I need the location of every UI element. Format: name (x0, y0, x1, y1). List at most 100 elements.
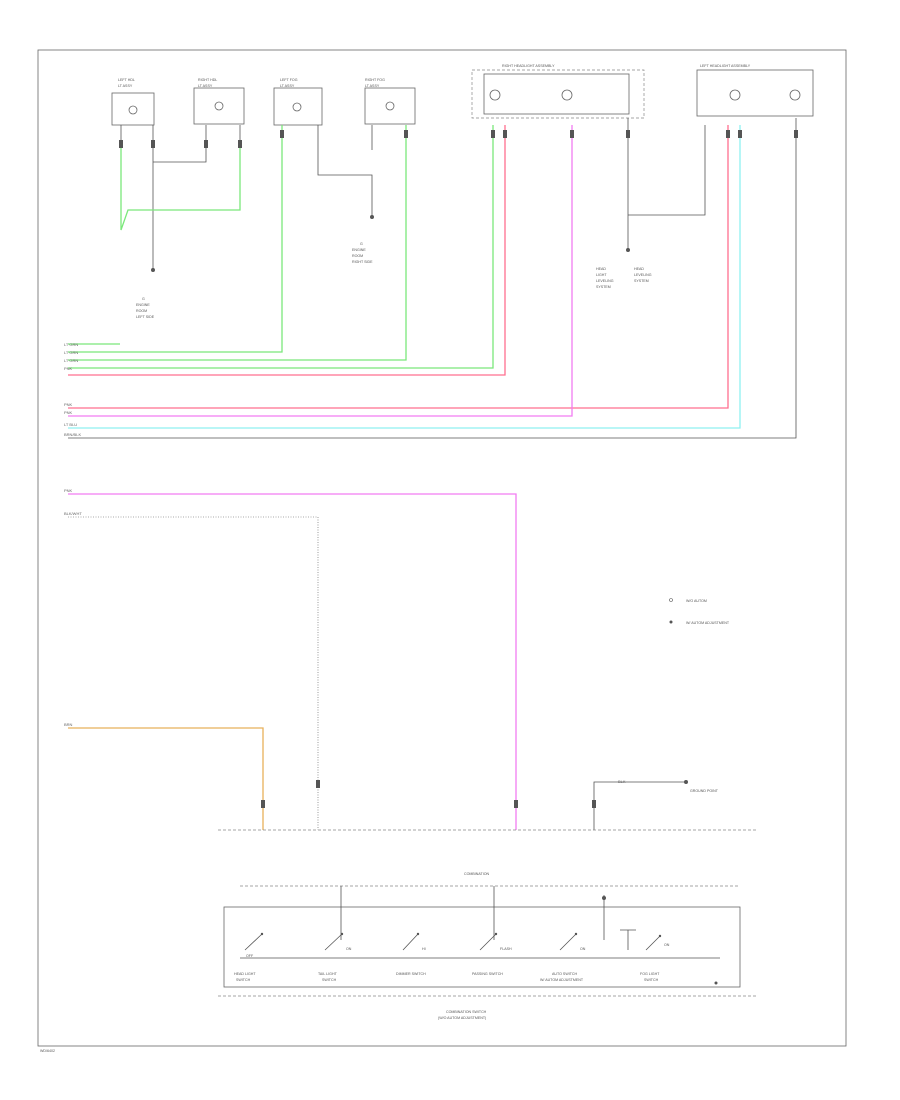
lamp-icon (385, 101, 395, 111)
combination-switch: COMBINATION OFF HEAD LIGHT SWITCH ON TAI… (218, 872, 758, 1020)
switch-position: FLASH (500, 947, 512, 951)
legend-label: W/O AUTOM (686, 599, 707, 603)
wire-blk-wht (68, 516, 319, 830)
black-wires (68, 118, 797, 439)
ground-note: LEVELING (596, 279, 614, 283)
harness-label: BRN (64, 722, 73, 727)
switch-label: HEAD LIGHT (234, 972, 256, 976)
ground-note: LEVELING (634, 273, 652, 277)
wire-magenta (68, 125, 573, 417)
lamp-icon (561, 89, 573, 101)
lamp-icon (489, 89, 501, 101)
switch-2: HI DIMMER SWITCH (396, 932, 426, 976)
switch-label: TAIL LIGHT (318, 972, 338, 976)
component-group-top-right: RIGHT HEADLIGHT ASSEMBLY LEFT HEADLIGHT … (471, 64, 814, 119)
ground-note: RIGHT SIDE (352, 260, 373, 264)
filled-circle-icon (669, 620, 673, 624)
ground-note: ROOM (136, 309, 147, 313)
switch-label: FOG LIGHT (640, 972, 660, 976)
switch-label: SWITCH (236, 978, 251, 982)
ground-note: HEAD (596, 267, 606, 271)
ground-note: ENGINE (352, 248, 366, 252)
switch-4: ON AUTO SWITCH W/ AUTOM ADJUSTMENT (540, 932, 586, 982)
switch-position: ON (664, 943, 670, 947)
wire-pink (68, 125, 729, 409)
lamp-icon (214, 101, 224, 111)
right-headlight-assembly (483, 73, 630, 115)
component-label: RIGHT HDL (198, 78, 217, 82)
switch-1: ON TAIL LIGHT SWITCH (318, 932, 352, 982)
ground-note: G (360, 242, 363, 246)
wire-green (68, 125, 283, 353)
harness-labels: LT GRN LT GRN LT GRN PNK PNK PNK LT BLU … (64, 342, 626, 784)
left-fog-assy (273, 87, 323, 126)
harness-label: PNK (64, 410, 73, 415)
switch-5: ON FOG LIGHT SWITCH (620, 929, 670, 982)
legend: W/O AUTOM W/ AUTOM ADJUSTMENT (669, 598, 730, 625)
harness-label: LT GRN (64, 342, 78, 347)
component-label: LT ASSY (118, 84, 133, 88)
switch-label: SWITCH (322, 978, 337, 982)
colored-wires (68, 125, 741, 830)
lamp-icon (729, 89, 741, 101)
ground-note: HEAD (634, 267, 644, 271)
switch-label: PASSING SWITCH (472, 972, 503, 976)
switch-box (223, 906, 741, 988)
lamp-icon (789, 89, 801, 101)
lamp-icon (292, 102, 302, 112)
open-circle-icon (669, 598, 673, 602)
harness-label: BRN/BLK (64, 432, 81, 437)
right-fog-assy (364, 87, 416, 125)
switch-bottom-label: COMBINATION SWITCH (446, 1010, 487, 1014)
switch-0: OFF HEAD LIGHT SWITCH (234, 932, 264, 982)
component-label: RIGHT HEADLIGHT ASSEMBLY (502, 64, 555, 68)
switch-bottom-label: (W/O AUTOM ADJUSTMENT) (438, 1016, 486, 1020)
wire-cyan (68, 125, 741, 429)
diagram-frame (37, 49, 847, 1047)
page-code: WD/6402 (40, 1049, 55, 1053)
switch-position: OFF (246, 954, 254, 958)
wire-green (68, 125, 407, 361)
component-label: RIGHT FOG (365, 78, 385, 82)
wire-green (120, 140, 241, 231)
ground-note: G (142, 297, 145, 301)
component-group-top-left: LEFT HDL LT ASSY RIGHT HDL LT ASSY LEFT … (111, 78, 416, 126)
harness-label: LT GRN (64, 358, 78, 363)
harness-label: LT BLU (64, 422, 77, 427)
ground-note: LEFT SIDE (136, 315, 155, 319)
component-label: LT ASSY (198, 84, 213, 88)
component-label: LT ASSY (280, 84, 295, 88)
right-headlight-assembly-outline (471, 69, 645, 119)
switch-label: SWITCH (644, 978, 659, 982)
component-label: LEFT FOG (280, 78, 298, 82)
lamp-icon (128, 105, 138, 115)
harness-label: BLK/WHT (64, 511, 82, 516)
switch-top-label: COMBINATION (464, 872, 489, 876)
ground-notes: G ENGINE ROOM LEFT SIDE G ENGINE ROOM RI… (136, 242, 652, 319)
ground-note: LIGHT (596, 273, 607, 277)
legend-label: W/ AUTOM ADJUSTMENT (686, 621, 730, 625)
wire-green (68, 125, 494, 369)
wire-orange (68, 727, 264, 830)
ground-note: ENGINE (136, 303, 150, 307)
wire-magenta (68, 493, 517, 830)
ground-note: ROOM (352, 254, 363, 258)
component-label: LT ASSY (365, 84, 380, 88)
harness-label: LT GRN (64, 350, 78, 355)
connector-ticks (119, 130, 798, 808)
ground-note: SYSTEM (634, 279, 649, 283)
switch-3: FLASH PASSING SWITCH (472, 932, 512, 976)
left-headlight-assy (111, 92, 155, 126)
switch-label: AUTO SWITCH (552, 972, 577, 976)
switch-position: HI (422, 947, 426, 951)
switch-label: W/ AUTOM ADJUSTMENT (540, 978, 584, 982)
ground-note: SYSTEM (596, 285, 611, 289)
harness-label: PNK (64, 402, 73, 407)
right-headlight-assy (193, 87, 245, 125)
harness-label: PNK (64, 366, 73, 371)
switch-position: ON (346, 947, 352, 951)
switch-position: ON (580, 947, 586, 951)
ground-point: GROUND POINT (593, 780, 719, 830)
left-headlight-assembly (696, 69, 814, 117)
